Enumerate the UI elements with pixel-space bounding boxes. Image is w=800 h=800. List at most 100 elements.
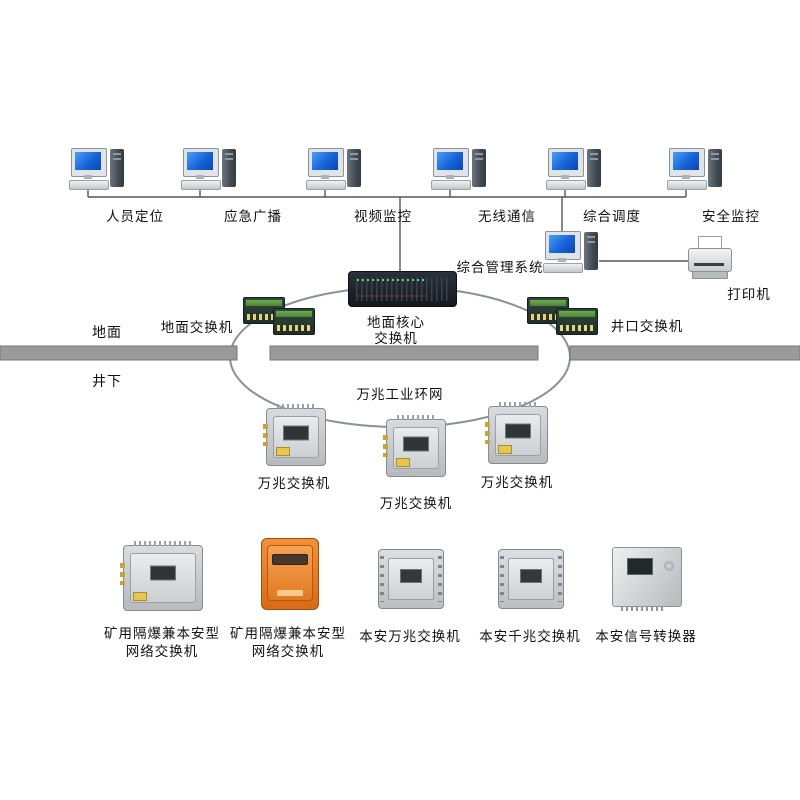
pc-tower xyxy=(584,232,598,270)
is-10g-switch-icon xyxy=(378,549,444,609)
computer-icon xyxy=(69,148,125,194)
10g-switch-icon xyxy=(383,415,446,477)
monitor xyxy=(433,148,469,177)
cabinet-badge xyxy=(276,447,290,456)
converter-pins xyxy=(621,606,663,611)
enclosure-screen xyxy=(400,569,422,584)
cabinet-screen xyxy=(283,425,309,441)
monitor-screen xyxy=(312,152,338,170)
surface-switch-icon xyxy=(273,308,315,335)
printer-body xyxy=(688,248,732,272)
cabinet-screen xyxy=(150,565,176,581)
computer-icon xyxy=(306,148,362,194)
keyboard xyxy=(69,180,109,190)
pc-tower xyxy=(110,149,124,187)
cable-pins xyxy=(277,404,315,409)
printer-icon xyxy=(688,236,732,282)
label-surface-switch: 地面交换机 xyxy=(160,320,234,335)
computer-icon xyxy=(667,148,723,194)
cabinet-badge xyxy=(396,458,410,467)
cabinet-ports xyxy=(263,423,268,446)
label-flameproof-switch-2-line1: 矿用隔爆兼本安型 xyxy=(230,626,346,641)
orange-tag xyxy=(277,590,303,596)
keyboard xyxy=(543,263,583,273)
orange-slot xyxy=(272,554,308,565)
10g-switch-icon xyxy=(263,404,326,466)
monitor xyxy=(183,148,219,177)
printer-tray xyxy=(692,271,728,279)
monitor-screen xyxy=(552,152,578,170)
printer-slot xyxy=(694,263,724,266)
10g-switch-icon xyxy=(485,402,548,464)
label-management-system: 综合管理系统 xyxy=(456,260,544,275)
keyboard xyxy=(181,180,221,190)
pc-tower xyxy=(472,149,486,187)
core-switch-icon xyxy=(348,271,457,307)
wellhead-switch-icon xyxy=(556,308,598,335)
keyboard xyxy=(667,180,707,190)
label-personnel-positioning: 人员定位 xyxy=(106,209,164,224)
bolts xyxy=(558,556,562,602)
monitor-screen xyxy=(673,152,699,170)
label-zone-surface: 地面 xyxy=(92,324,122,340)
label-10g-switch-2: 万兆交换机 xyxy=(379,496,453,511)
keyboard xyxy=(306,180,346,190)
cabinet-ports xyxy=(485,421,490,444)
ground-bar-right xyxy=(569,345,800,361)
monitor-screen xyxy=(75,152,101,170)
cabinet-screen xyxy=(505,423,531,439)
keyboard xyxy=(546,180,586,190)
label-safety-monitoring: 安全监控 xyxy=(702,209,760,224)
label-core-switch-line1: 地面核心 xyxy=(367,315,425,330)
label-10g-switch-3: 万兆交换机 xyxy=(480,475,554,490)
bolts xyxy=(380,556,384,602)
cable-pins xyxy=(499,402,537,407)
is-signal-converter-icon xyxy=(612,547,682,611)
computer-icon xyxy=(431,148,487,194)
cabinet-screen xyxy=(403,436,429,452)
is-gigabit-switch-icon xyxy=(498,549,564,609)
label-emergency-broadcast: 应急广播 xyxy=(224,209,282,224)
label-wellhead-switch: 井口交换机 xyxy=(610,319,684,334)
label-10g-switch-1: 万兆交换机 xyxy=(257,476,331,491)
monitor-stand xyxy=(321,175,329,179)
monitor-screen xyxy=(549,235,575,253)
pc-tower xyxy=(587,149,601,187)
bolts xyxy=(438,556,442,602)
label-ring-network: 万兆工业环网 xyxy=(356,387,444,402)
label-is-gigabit-switch: 本安千兆交换机 xyxy=(479,629,581,644)
pc-tower xyxy=(347,149,361,187)
monitor xyxy=(71,148,107,177)
flameproof-orange-switch-icon xyxy=(261,538,319,610)
monitor-stand xyxy=(84,175,92,179)
monitor-stand xyxy=(196,175,204,179)
management-computer-icon xyxy=(543,231,599,277)
ground-bar-left xyxy=(0,345,238,361)
cabinet-badge xyxy=(498,445,512,454)
monitor-screen xyxy=(437,152,463,170)
label-is-signal-converter: 本安信号转换器 xyxy=(595,629,697,644)
cable-pins xyxy=(134,541,192,546)
label-wireless-communication: 无线通信 xyxy=(478,209,536,224)
flameproof-network-switch-icon xyxy=(120,541,203,611)
enclosure-screen xyxy=(520,569,542,584)
monitor xyxy=(545,231,581,260)
label-core-switch-line2: 交换机 xyxy=(374,331,418,346)
keyboard xyxy=(431,180,471,190)
ground-bar-middle xyxy=(269,345,539,361)
pc-tower xyxy=(222,149,236,187)
monitor xyxy=(308,148,344,177)
computer-icon xyxy=(546,148,602,194)
monitor xyxy=(669,148,705,177)
label-video-surveillance: 视频监控 xyxy=(354,209,412,224)
label-flameproof-switch-2-line2: 网络交换机 xyxy=(251,644,325,659)
monitor xyxy=(548,148,584,177)
cabinet-ports xyxy=(120,562,125,585)
monitor-screen xyxy=(187,152,213,170)
cabinet-ports xyxy=(383,434,388,457)
pc-tower xyxy=(708,149,722,187)
converter-screen xyxy=(627,558,653,575)
label-is-10g-switch: 本安万兆交换机 xyxy=(359,629,461,644)
computer-icon xyxy=(181,148,237,194)
